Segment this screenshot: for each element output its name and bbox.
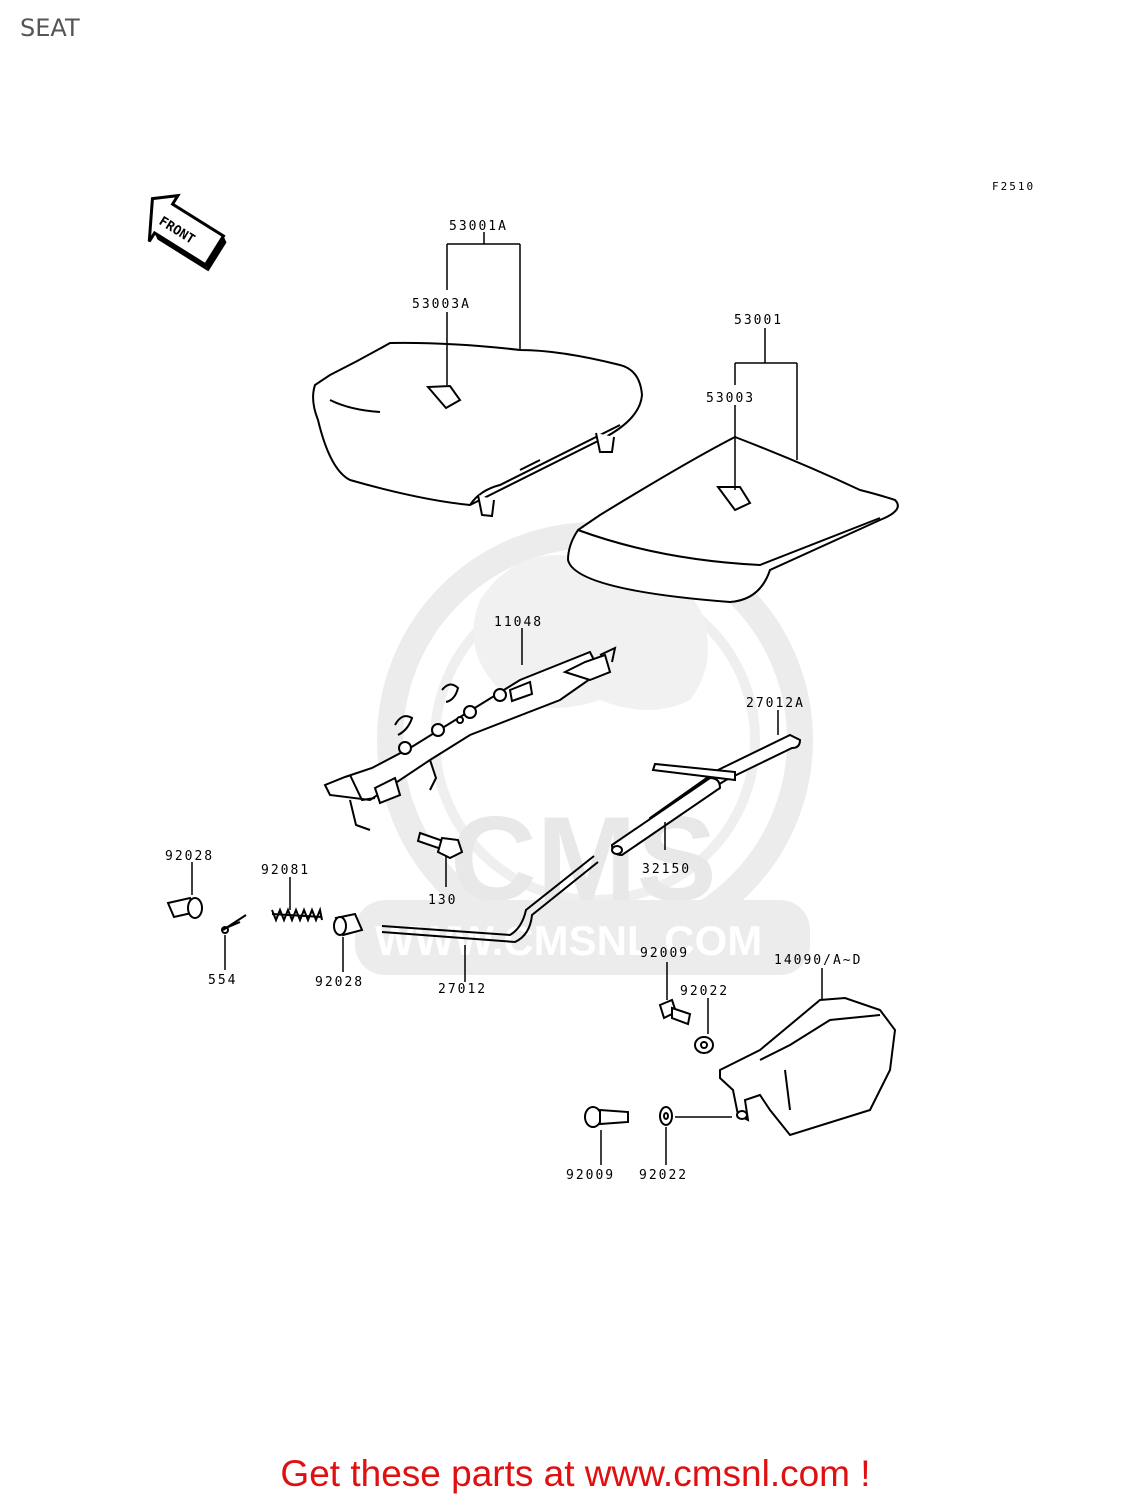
part-label-92028-right: 92028 [315, 975, 364, 990]
tube-32150 [610, 776, 722, 857]
part-label-27012: 27012 [438, 982, 487, 997]
part-label-53001a: 53001A [449, 219, 508, 234]
front-arrow-icon: FRONT [147, 193, 227, 272]
bolt-92009-upper [658, 998, 692, 1026]
part-label-53001: 53001 [734, 313, 783, 328]
part-label-92081: 92081 [261, 863, 310, 878]
pin-92028-left [166, 896, 203, 919]
cta-link[interactable]: Get these parts at www.cmsnl.com ! [0, 1453, 1146, 1495]
part-label-53003: 53003 [706, 391, 755, 406]
washer-92022-upper [694, 1036, 714, 1054]
part-label-92009-lower: 92009 [566, 1168, 615, 1183]
screw-92009-lower [584, 1106, 629, 1128]
part-label-130: 130 [428, 893, 457, 908]
part-label-92022-upper: 92022 [680, 984, 729, 999]
bolt-130 [416, 831, 464, 860]
collar-92028-right [333, 912, 364, 937]
part-label-92022-lower: 92022 [639, 1168, 688, 1183]
leader-lines [191, 232, 823, 1165]
rear-seat [566, 435, 899, 604]
front-seat [312, 341, 644, 518]
rod-27012 [381, 855, 599, 944]
part-label-92028-left: 92028 [165, 849, 214, 864]
washer-92022-lower [659, 1106, 673, 1126]
spring-92081 [271, 906, 323, 923]
part-label-11048: 11048 [494, 615, 543, 630]
part-label-27012a: 27012A [746, 696, 805, 711]
part-label-53003a: 53003A [412, 297, 471, 312]
cover-14090 [719, 996, 897, 1137]
cotter-pin-554 [221, 914, 247, 934]
part-label-32150: 32150 [642, 862, 691, 877]
seat-bracket [323, 646, 617, 831]
watermark-url-text: WWW.CMSNL.COM [375, 917, 762, 964]
part-label-92009-upper: 92009 [640, 946, 689, 961]
page-title: SEAT [20, 14, 80, 42]
figure-code: F2510 [992, 180, 1035, 193]
cta-text[interactable]: Get these parts at www.cmsnl.com ! [280, 1453, 871, 1494]
part-label-14090: 14090/A~D [774, 953, 862, 968]
part-label-554: 554 [208, 973, 237, 988]
